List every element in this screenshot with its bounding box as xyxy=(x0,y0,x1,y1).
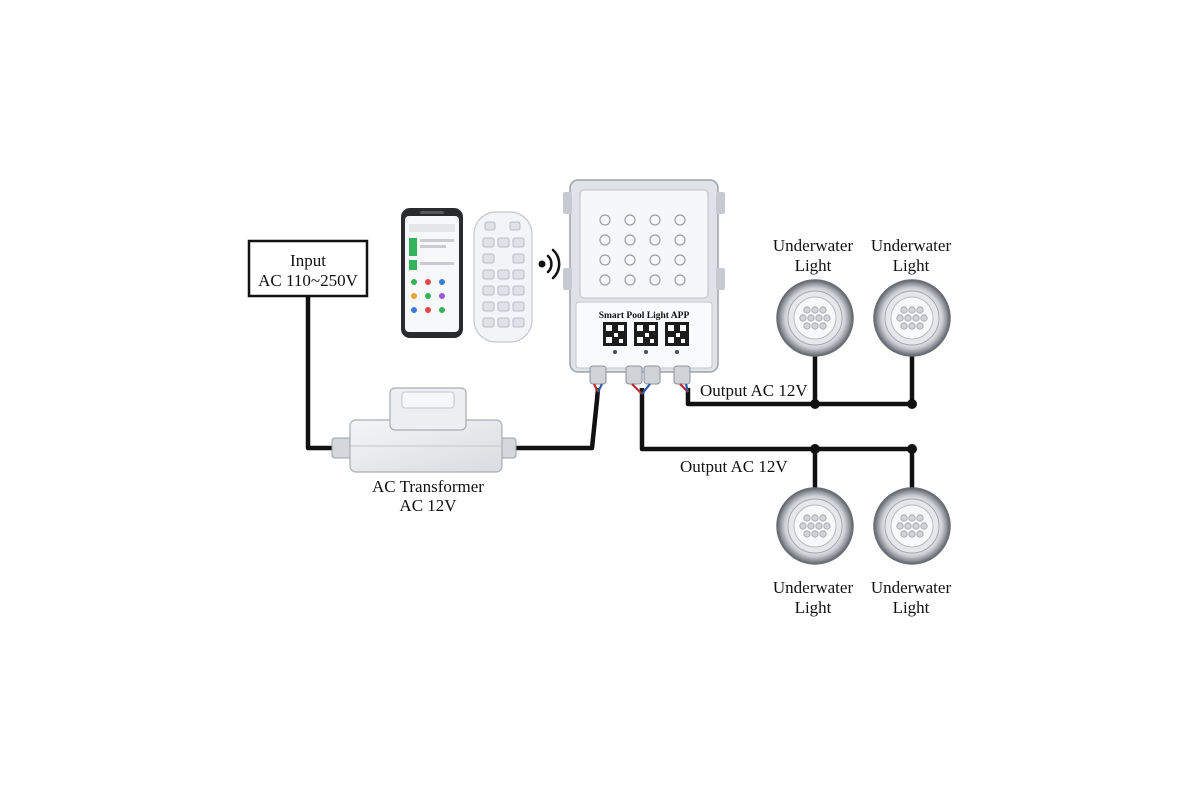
output-wire-upper xyxy=(685,356,915,407)
underwater-light-bottom-left: Underwater Light xyxy=(773,487,854,617)
wifi-signal-icon xyxy=(538,248,561,280)
transformer-label-line2: AC 12V xyxy=(399,496,457,515)
input-wire xyxy=(305,296,350,451)
qr-code-icon xyxy=(603,322,689,354)
light-label-line1: Underwater xyxy=(871,578,952,597)
underwater-light-top-right: Underwater Light xyxy=(871,236,952,357)
light-label-line1: Underwater xyxy=(773,578,854,597)
underwater-light-icon xyxy=(776,487,854,565)
light-label-line2: Light xyxy=(795,598,832,617)
underwater-light-icon xyxy=(776,279,854,357)
ac-transformer: AC Transformer AC 12V xyxy=(331,387,517,515)
underwater-light-bottom-right: Underwater Light xyxy=(871,487,952,617)
output-wire-lower xyxy=(639,388,915,488)
light-label-line2: Light xyxy=(795,256,832,275)
wire-junctions xyxy=(810,399,917,454)
smartphone-icon xyxy=(401,208,463,338)
input-box: Input AC 110~250V xyxy=(247,239,369,298)
output-label-lower: Output AC 12V xyxy=(680,457,788,476)
remote-control-icon xyxy=(473,211,533,343)
underwater-light-icon xyxy=(873,279,951,357)
input-label-line1: Input xyxy=(290,251,326,270)
underwater-light-top-left: Underwater Light xyxy=(773,236,854,357)
wifi-controller-box: Smart Pool Light APP xyxy=(563,179,725,395)
input-label-line2: AC 110~250V xyxy=(258,271,358,290)
underwater-light-icon xyxy=(873,487,951,565)
transformer-to-controller-wire xyxy=(500,387,601,451)
output-label-upper: Output AC 12V xyxy=(700,381,808,400)
light-label-line1: Underwater xyxy=(871,236,952,255)
light-label-line1: Underwater xyxy=(773,236,854,255)
light-label-line2: Light xyxy=(893,598,930,617)
app-label: Smart Pool Light APP xyxy=(599,311,690,321)
light-label-line2: Light xyxy=(893,256,930,275)
transformer-label-line1: AC Transformer xyxy=(372,477,484,496)
